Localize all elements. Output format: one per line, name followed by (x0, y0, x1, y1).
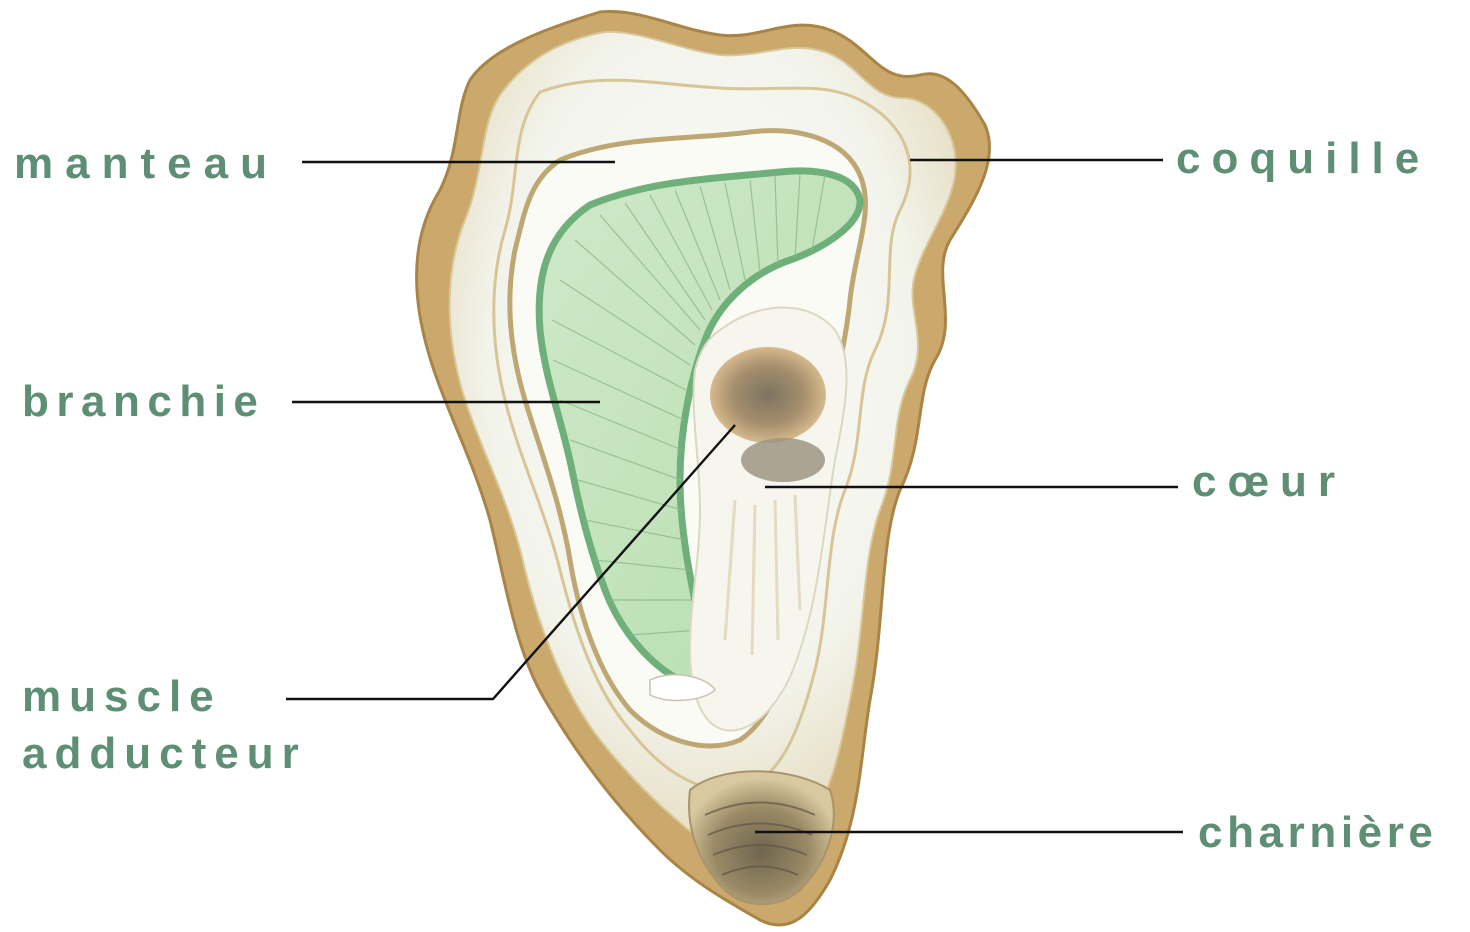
label-muscle-adducteur: muscle adducteur (22, 668, 322, 782)
label-branchie: branchie (22, 380, 265, 424)
label-coquille: coquille (1176, 137, 1430, 181)
heart-coeur (710, 347, 826, 443)
label-manteau: manteau (14, 142, 279, 186)
label-coeur: cœur (1192, 460, 1346, 504)
heart-lower-lobe (741, 438, 825, 482)
label-charniere: charnière (1198, 811, 1438, 855)
